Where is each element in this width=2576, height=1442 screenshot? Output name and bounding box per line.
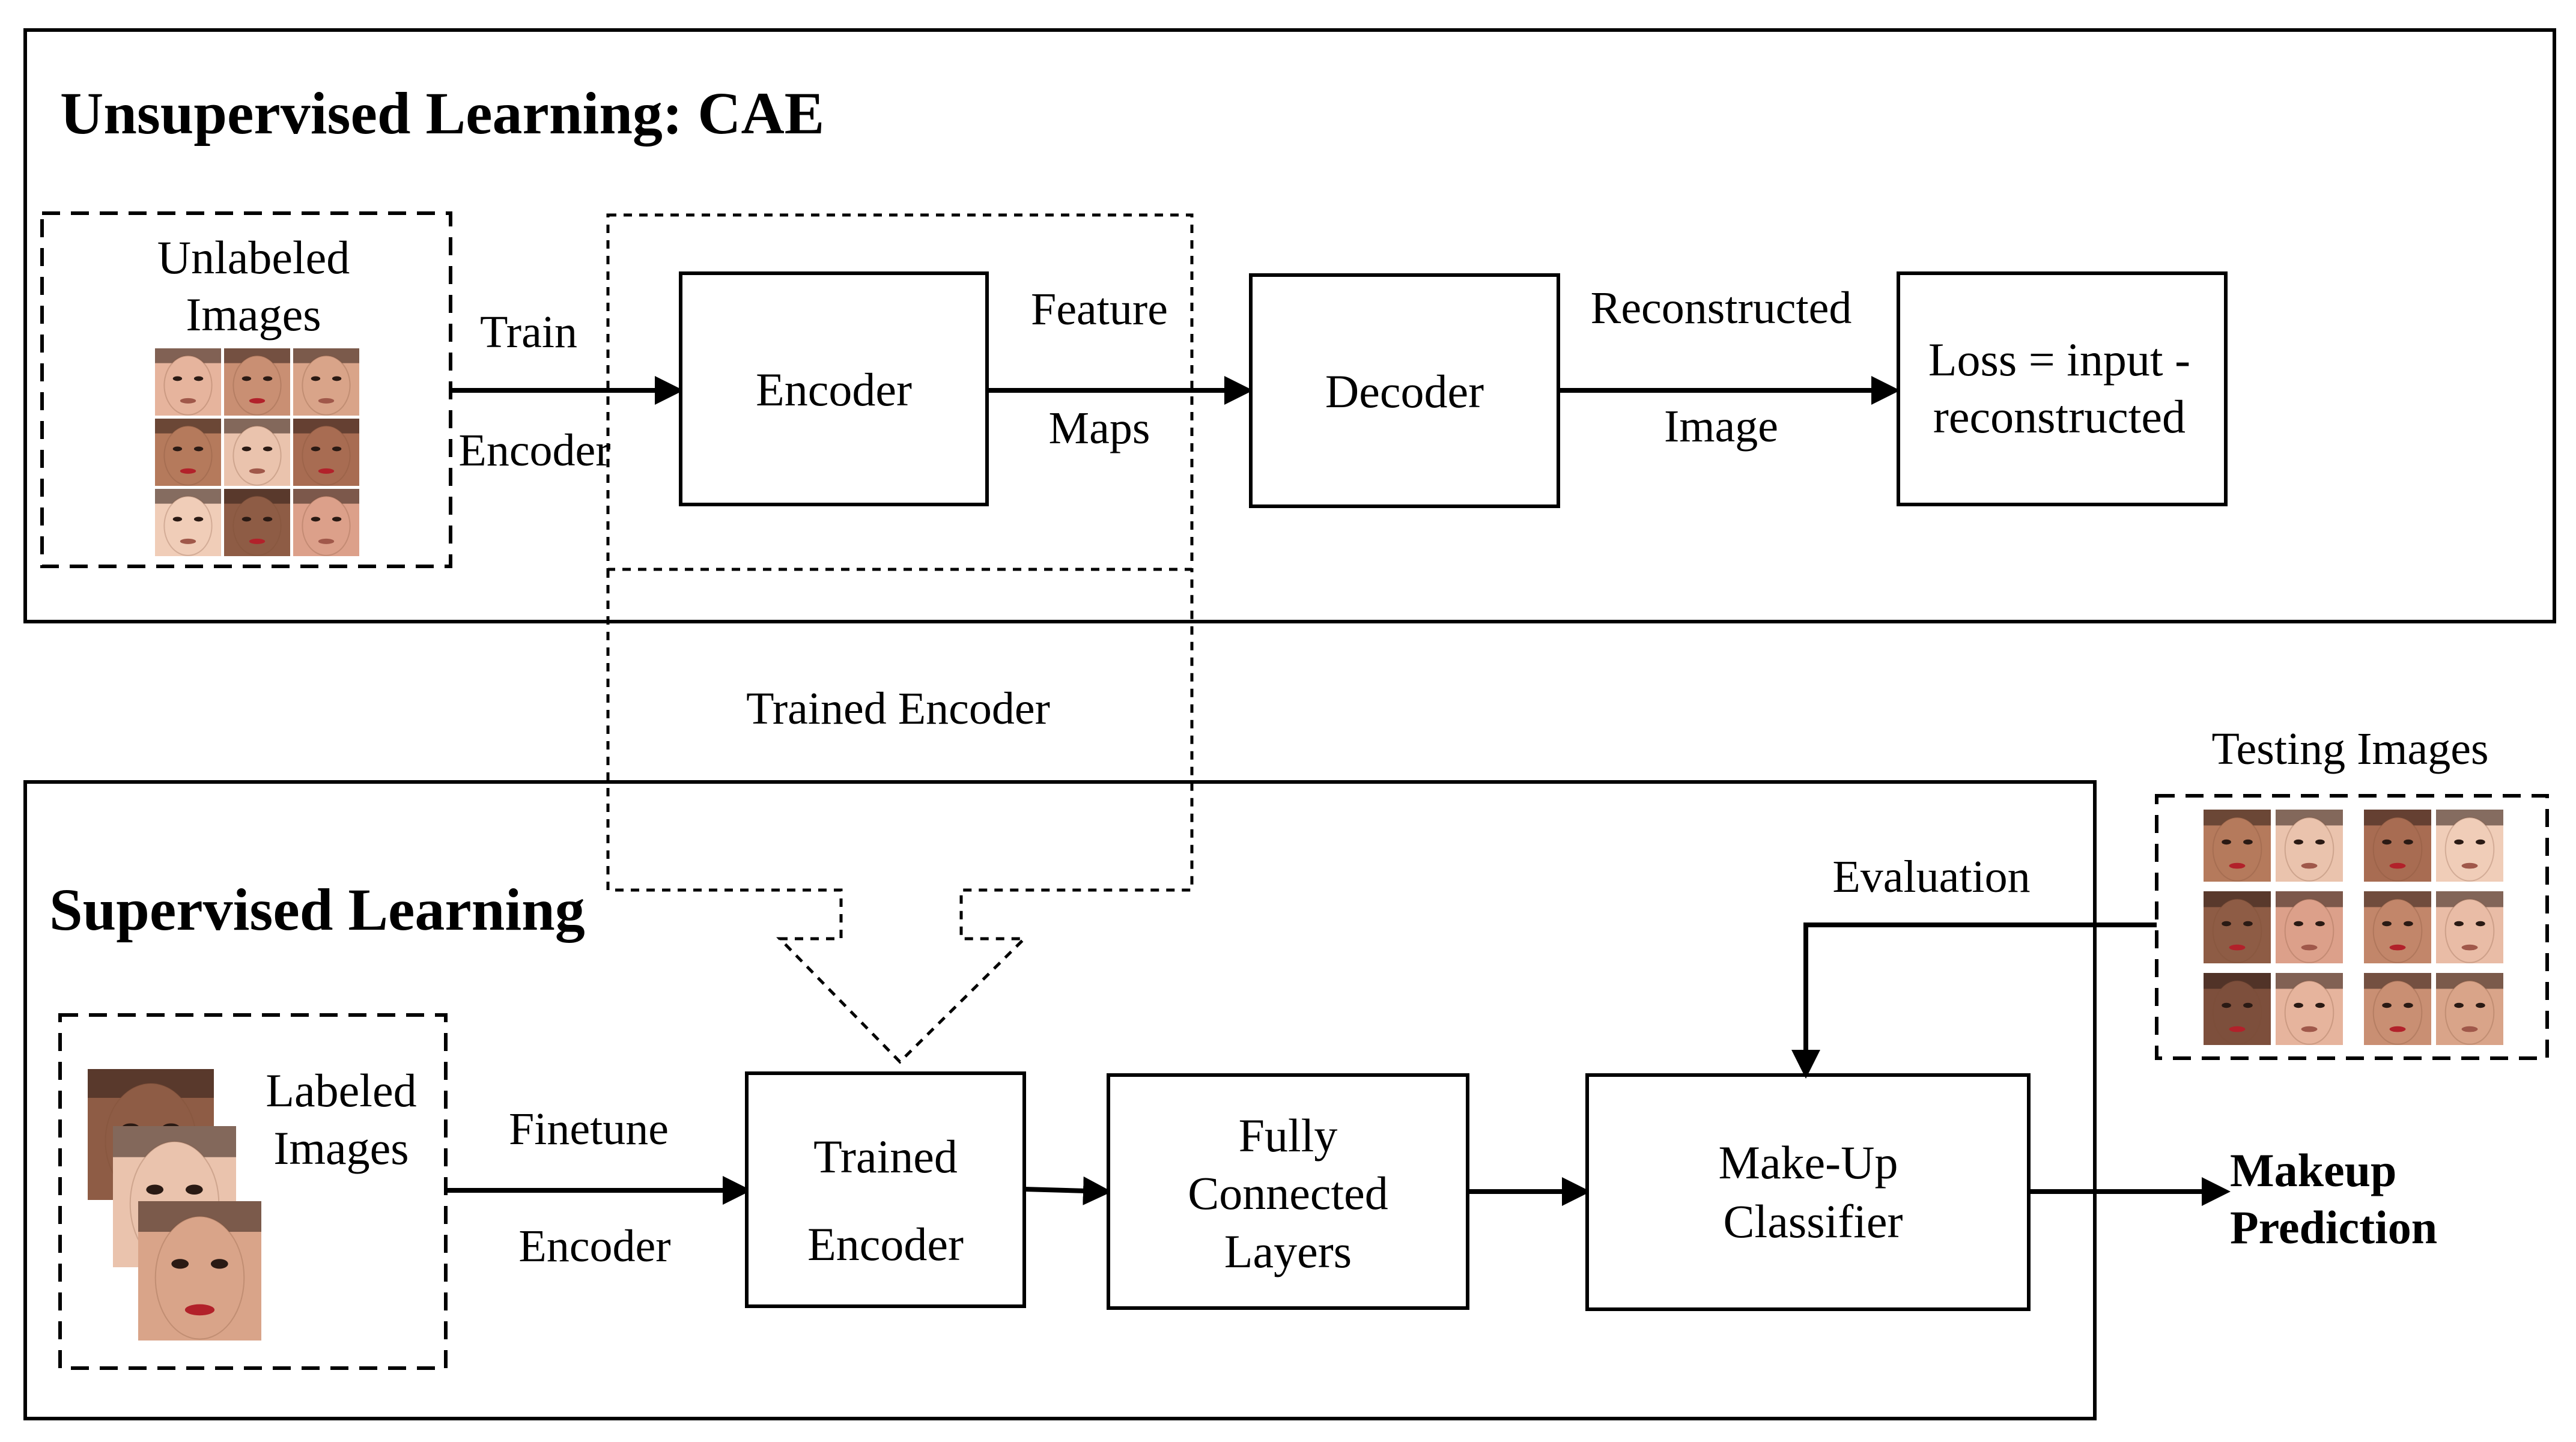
supervised-title: Supervised Learning xyxy=(49,876,585,943)
testing-face-thumbnail xyxy=(2436,973,2503,1045)
testing-face-thumbnail xyxy=(2364,810,2431,882)
unlabeled-face-thumbnail xyxy=(293,348,359,416)
trained-encoder-label-line2: Encoder xyxy=(807,1218,964,1270)
loss-block xyxy=(1897,271,2228,506)
decoder-label: Decoder xyxy=(1325,365,1484,417)
encoder-block xyxy=(679,271,989,506)
supervised-panel xyxy=(23,780,2097,1420)
fully-connected-label-line3: Layers xyxy=(1224,1225,1352,1277)
loss-label-line2: reconstructed xyxy=(1933,390,2186,443)
testing-images-frame xyxy=(2155,794,2549,1060)
classifier-label-line1: Make-Up xyxy=(1719,1136,1898,1189)
classifier-block xyxy=(1585,1073,2031,1311)
unlabeled-face-thumbnail xyxy=(224,489,290,556)
unlabeled-face-thumbnail xyxy=(224,348,290,416)
prediction-label-line1: Makeup xyxy=(2230,1144,2396,1196)
trained-encoder-block xyxy=(745,1071,1026,1308)
prediction-label-line2: Prediction xyxy=(2230,1201,2437,1253)
testing-images-title: Testing Images xyxy=(2211,724,2488,774)
evaluation-label: Evaluation xyxy=(1832,852,2030,902)
labeled-face-thumbnail xyxy=(138,1201,261,1341)
decoder-block xyxy=(1249,273,1560,508)
labeled-face-stack xyxy=(88,1069,261,1341)
unlabeled-face-thumbnail xyxy=(293,419,359,486)
reconstructed-image-label-line2: Image xyxy=(1664,401,1778,452)
testing-face-thumbnail xyxy=(2276,891,2343,963)
unlabeled-face-thumbnail xyxy=(293,489,359,556)
labeled-images-label-line2: Images xyxy=(273,1122,409,1174)
testing-face-thumbnail xyxy=(2276,973,2343,1045)
classifier-label-line2: Classifier xyxy=(1724,1195,1903,1247)
testing-face-thumbnail xyxy=(2204,810,2271,882)
reconstructed-image-label-line1: Reconstructed xyxy=(1591,283,1852,333)
train-encoder-label-line2: Encoder xyxy=(458,425,610,476)
fully-connected-label-line1: Fully xyxy=(1239,1109,1338,1162)
unlabeled-images-label-line2: Images xyxy=(186,288,321,341)
unlabeled-face-thumbnail xyxy=(224,419,290,486)
testing-face-thumbnail xyxy=(2204,891,2271,963)
finetune-encoder-label-line1: Finetune xyxy=(509,1104,669,1154)
feature-maps-label-line1: Feature xyxy=(1031,284,1168,335)
testing-face-thumbnail xyxy=(2436,810,2503,882)
loss-label-line1: Loss = input - xyxy=(1928,333,2190,386)
unlabeled-face-thumbnail xyxy=(155,348,221,416)
trained-encoder-transfer-arrow xyxy=(606,569,1194,1064)
unsupervised-panel xyxy=(23,28,2556,623)
fully-connected-label-line2: Connected xyxy=(1188,1167,1388,1219)
train-encoder-label-line1: Train xyxy=(480,307,577,357)
finetune-encoder-label-line2: Encoder xyxy=(518,1221,670,1271)
trained-encoder-label-line1: Trained xyxy=(813,1130,958,1183)
testing-face-thumbnail xyxy=(2364,973,2431,1045)
testing-face-thumbnail xyxy=(2436,891,2503,963)
unlabeled-face-thumbnail xyxy=(155,419,221,486)
encoder-label: Encoder xyxy=(756,363,912,416)
feature-maps-label-line2: Maps xyxy=(1049,403,1150,453)
encoder-to-fc-arrow xyxy=(1024,1176,1112,1205)
unlabeled-images-label-line1: Unlabeled xyxy=(157,231,350,283)
evaluation-arrow xyxy=(1791,922,2157,1079)
trained-encoder-transfer-label: Trained Encoder xyxy=(746,683,1050,734)
labeled-images-label-line1: Labeled xyxy=(266,1064,416,1116)
unlabeled-face-grid xyxy=(155,348,359,556)
testing-face-grid xyxy=(2204,810,2503,1045)
testing-face-thumbnail xyxy=(2204,973,2271,1045)
fully-connected-block xyxy=(1107,1073,1469,1310)
unlabeled-face-thumbnail xyxy=(155,489,221,556)
unsupervised-title: Unsupervised Learning: CAE xyxy=(60,80,824,147)
testing-face-thumbnail xyxy=(2276,810,2343,882)
testing-face-thumbnail xyxy=(2364,891,2431,963)
